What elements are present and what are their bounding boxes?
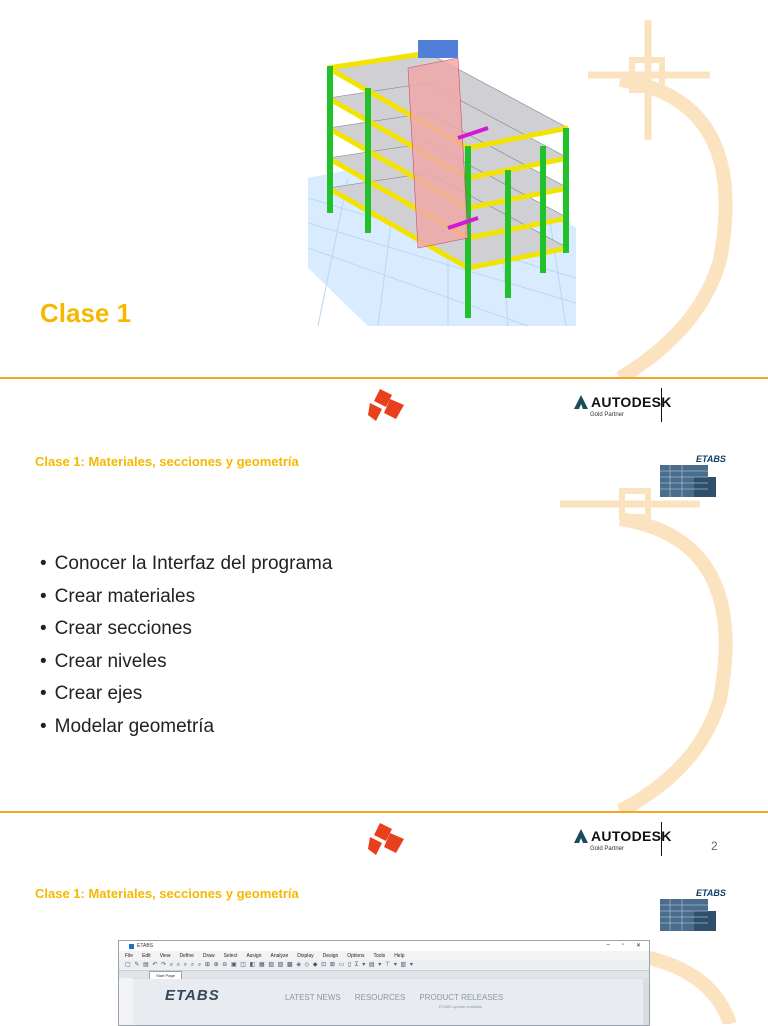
menu-tools[interactable]: Tools	[373, 952, 386, 959]
menu-draw[interactable]: Draw	[202, 952, 215, 959]
etabs-thumb-label: ETABS	[696, 454, 726, 464]
nav-latest-news[interactable]: LATEST NEWS	[285, 993, 341, 1002]
minimize-icon[interactable]: –	[606, 942, 610, 948]
etabs-thumb-label: ETABS	[696, 888, 726, 898]
start-page-nav: LATEST NEWS RESOURCES PRODUCT RELEASES	[285, 993, 503, 1002]
decorative-arc-icon	[560, 488, 733, 811]
slide-1: Clase 1	[0, 0, 768, 378]
autodesk-a-icon	[574, 829, 588, 843]
menu-select[interactable]: Select	[223, 952, 238, 959]
menu-display[interactable]: Display	[297, 952, 314, 959]
etabs-thumbnail: ETABS	[654, 883, 730, 935]
slide-divider	[0, 811, 768, 813]
autodesk-partner-logo: AUTODESK Gold Partner	[574, 394, 672, 418]
tab-start-page[interactable]: Start Page	[149, 971, 182, 979]
start-page-content: ETABS LATEST NEWS RESOURCES PRODUCT RELE…	[133, 979, 643, 1025]
app-left-toolbar[interactable]	[119, 978, 134, 1025]
menu-define[interactable]: Define	[179, 952, 194, 959]
list-item: Crear materiales	[40, 581, 332, 614]
list-item: Modelar geometría	[40, 711, 332, 744]
slide-2: AUTODESK Gold Partner Clase 1: Materiale…	[0, 379, 768, 811]
building-model-image	[308, 28, 576, 326]
gold-partner-label: Gold Partner	[590, 846, 625, 852]
list-item: Conocer la Interfaz del programa	[40, 548, 333, 581]
app-titlebar: ETABS – ▫ ✕	[119, 941, 649, 951]
menu-design[interactable]: Design	[322, 952, 339, 959]
decorative-arc-icon	[588, 20, 733, 378]
menu-edit[interactable]: Edit	[142, 952, 151, 959]
brand-logo-icon	[368, 389, 404, 421]
app-icon	[129, 943, 134, 949]
menu-options[interactable]: Options	[347, 952, 365, 959]
slide-title: Clase 1	[40, 298, 132, 328]
app-toolbar[interactable]: ▢ ✎ ▤ ↶ ↷ ⌕ ⌕ ⌕ ⌕ ⌕ ⊞ ⊕ ⊖ ▣ ◫ ◧ ▦ ▧ ▨ ▩ …	[119, 960, 649, 971]
autodesk-wordmark: AUTODESK	[591, 394, 672, 410]
nav-product-releases[interactable]: PRODUCT RELEASES	[419, 993, 504, 1002]
list-item: Crear secciones	[40, 613, 332, 646]
maximize-icon[interactable]: ▫	[621, 942, 624, 948]
menu-view[interactable]: View	[159, 952, 171, 959]
nav-resources[interactable]: RESOURCES	[354, 993, 406, 1002]
menu-file[interactable]: File	[125, 952, 134, 959]
product-release-note: ETABS update available	[439, 1004, 483, 1009]
slide-subtitle: Clase 1: Materiales, secciones y geometr…	[35, 886, 299, 901]
page-number: 2	[711, 839, 718, 853]
etabs-app-window: ETABS – ▫ ✕ File Edit View Define Draw S…	[118, 940, 650, 1026]
autodesk-a-icon	[574, 395, 588, 409]
window-controls: – ▫ ✕	[606, 942, 641, 949]
brand-logo-icon	[368, 823, 404, 855]
menu-help[interactable]: Help	[394, 952, 405, 959]
app-tabstrip: Start Page	[119, 971, 649, 979]
autodesk-wordmark: AUTODESK	[591, 828, 672, 844]
etabs-building-icon	[660, 465, 716, 497]
etabs-thumbnail: ETABS	[654, 449, 730, 501]
menu-assign[interactable]: Assign	[246, 952, 262, 959]
close-icon[interactable]: ✕	[635, 943, 641, 949]
header-separator	[661, 822, 662, 856]
app-menubar: File Edit View Define Draw Select Assign…	[119, 951, 649, 960]
menu-analyze[interactable]: Analyze	[270, 952, 289, 959]
window-title: ETABS	[137, 943, 154, 949]
slide-divider	[0, 377, 768, 379]
list-item: Crear ejes	[40, 678, 332, 711]
etabs-logo: ETABS	[165, 987, 220, 1004]
gold-partner-label: Gold Partner	[590, 412, 625, 418]
slide-subtitle: Clase 1: Materiales, secciones y geometr…	[35, 454, 299, 469]
header-separator	[661, 388, 662, 422]
objectives-list: Conocer la Interfaz del programa Crear m…	[40, 548, 333, 744]
etabs-building-icon	[660, 899, 716, 931]
autodesk-partner-logo: AUTODESK Gold Partner	[574, 828, 672, 852]
list-item: Crear niveles	[40, 646, 332, 679]
